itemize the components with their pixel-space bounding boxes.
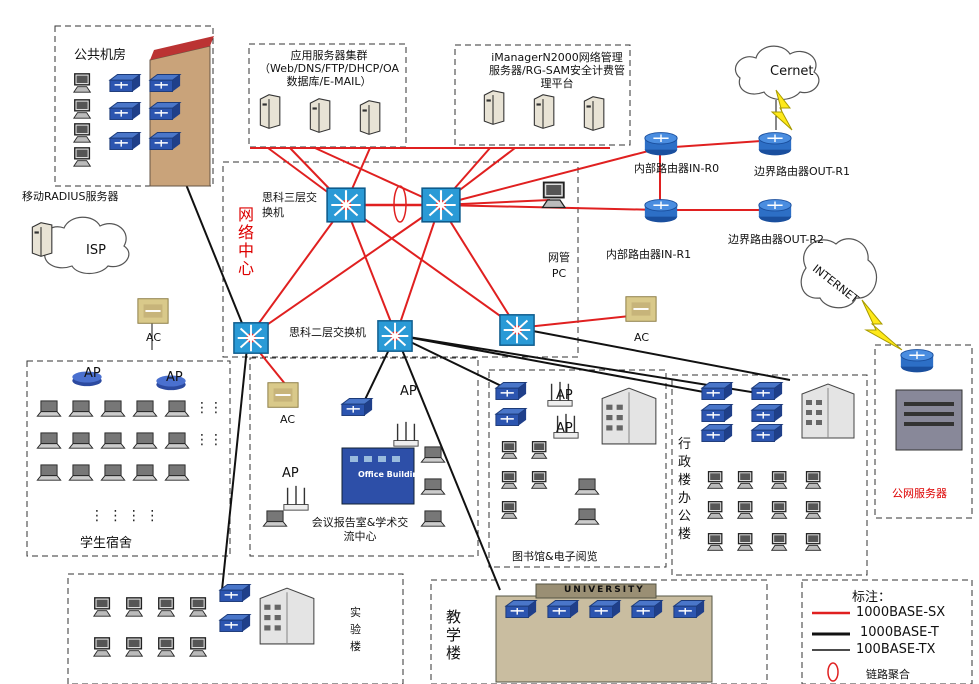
cernet-label: Cernet: [770, 64, 814, 79]
ap-label-1: AP: [84, 366, 101, 381]
admin-label: 行政楼办公楼: [678, 437, 692, 542]
core-l3-switch-1: [326, 187, 366, 223]
imanager-label: iManagerN2000网络管理服务器/RG-SAM安全计费管理平台: [488, 51, 626, 90]
network-center-area: [222, 161, 579, 358]
cisco-l3-label: 思科三层交换机: [262, 191, 317, 219]
ac-center-label: AC: [280, 413, 296, 426]
ac-center: [266, 381, 300, 409]
legend-t: 1000BASE-T: [860, 625, 939, 640]
isp-label: ISP: [86, 243, 106, 258]
meeting-label: 会议报告室&学术交流中心: [311, 516, 409, 543]
router-out-r2-label: 边界路由器OUT-R2: [728, 233, 825, 246]
ac-right: [624, 295, 658, 323]
app-cluster-label: 应用服务器集群（Web/DNS/FTP/DHCP/OA数据库/E-MAIL）: [258, 49, 400, 88]
ap-label-5: AP: [556, 388, 573, 403]
public-server-label: 公网服务器: [892, 487, 947, 500]
teaching-label: 教学楼: [446, 608, 462, 662]
server-1: [259, 94, 281, 129]
dist-switch-1: [232, 321, 270, 355]
router-in-r1: [644, 198, 678, 224]
server-3: [359, 100, 381, 135]
library-label: 图书馆&电子阅览: [512, 550, 598, 563]
network-center-label: 网络中心: [238, 205, 255, 278]
server-4: [483, 90, 505, 125]
svg-text:⋮⋮: ⋮⋮: [195, 432, 223, 448]
mgmt-pc: [541, 181, 566, 209]
server-6: [583, 96, 605, 131]
radius-server: [31, 222, 53, 257]
ac-right-label: AC: [634, 331, 650, 344]
meeting-area: [249, 357, 479, 557]
router-in-r0: [644, 131, 678, 157]
public-room-label: 公共机房: [74, 48, 127, 63]
lab-label: 实验楼: [350, 606, 361, 653]
router-in-r1-label: 内部路由器IN-R1: [606, 248, 692, 261]
ap-label-3: AP: [400, 384, 417, 399]
legend-agg: 链路聚合: [866, 668, 910, 681]
internet-cloud: [800, 238, 878, 309]
dist-switch-3: [498, 313, 536, 347]
svg-text:⋮⋮: ⋮⋮: [195, 400, 223, 416]
server-5: [533, 94, 555, 129]
admin-area: [671, 374, 868, 576]
public-room-area: [54, 25, 214, 187]
ap-label-4: AP: [282, 466, 299, 481]
university-sign: UNIVERSITY: [564, 585, 645, 595]
ap-label-6: AP: [556, 421, 573, 436]
cisco-l2-label: 思科二层交换机: [289, 326, 366, 339]
core-l3-switch-2: [421, 187, 461, 223]
public-server: [895, 389, 963, 451]
legend-sx: 1000BASE-SX: [856, 605, 946, 620]
lab-area: [67, 573, 404, 684]
ac-dorm: [136, 297, 170, 325]
svg-text:⋮ ⋮ ⋮ ⋮: ⋮ ⋮ ⋮ ⋮: [90, 508, 159, 524]
dorm-area: [26, 360, 231, 557]
mgmt-pc-label: 网管PC: [548, 251, 570, 280]
ap-label-2: AP: [166, 370, 183, 385]
cernet-cloud: [734, 45, 820, 101]
isp-cloud: [40, 216, 130, 275]
office-building-text: Office Building: [358, 470, 424, 479]
public-server-area: [874, 344, 973, 519]
dorm-label: 学生宿舍: [80, 536, 133, 551]
dist-switch-2: [376, 319, 414, 353]
router-out-r2: [758, 198, 792, 224]
router-out-r1-label: 边界路由器OUT-R1: [754, 165, 851, 178]
legend-tx: 100BASE-TX: [856, 642, 936, 657]
cernet-link-bolt: [770, 89, 793, 131]
ac-dorm-label: AC: [146, 331, 162, 344]
library-area: [488, 369, 667, 568]
mobile-radius-label: 移动RADIUS服务器: [22, 190, 119, 203]
router-out-r1: [758, 131, 792, 157]
router-in-r0-label: 内部路由器IN-R0: [634, 162, 720, 175]
legend-box: [801, 579, 973, 684]
legend-title: 标注：: [852, 590, 892, 605]
link-aggregation-mark: [393, 185, 407, 223]
server-2: [309, 98, 331, 133]
management-area: [454, 44, 631, 146]
public-router: [900, 348, 934, 374]
internet-link-bolt: [861, 299, 903, 351]
